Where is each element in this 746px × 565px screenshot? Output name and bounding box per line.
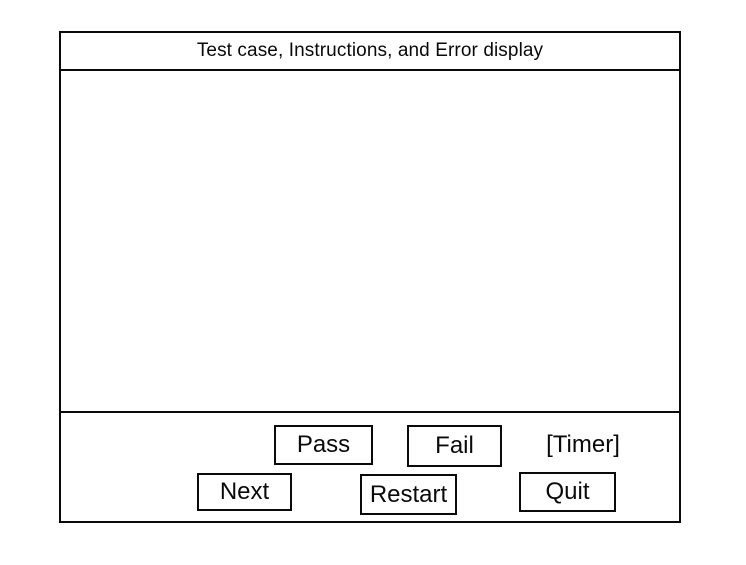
fail-button[interactable]: Fail bbox=[407, 425, 502, 467]
display-panel-title: Test case, Instructions, and Error displ… bbox=[196, 40, 544, 61]
pass-button[interactable]: Pass bbox=[274, 425, 373, 465]
timer-placeholder: [Timer] bbox=[546, 431, 620, 458]
quit-button[interactable]: Quit bbox=[519, 472, 616, 512]
display-panel-header: Test case, Instructions, and Error displ… bbox=[61, 33, 679, 71]
next-button[interactable]: Next bbox=[197, 473, 292, 511]
test-harness-window: Test case, Instructions, and Error displ… bbox=[59, 31, 681, 523]
restart-button[interactable]: Restart bbox=[360, 474, 457, 515]
test-display-area bbox=[61, 71, 679, 411]
